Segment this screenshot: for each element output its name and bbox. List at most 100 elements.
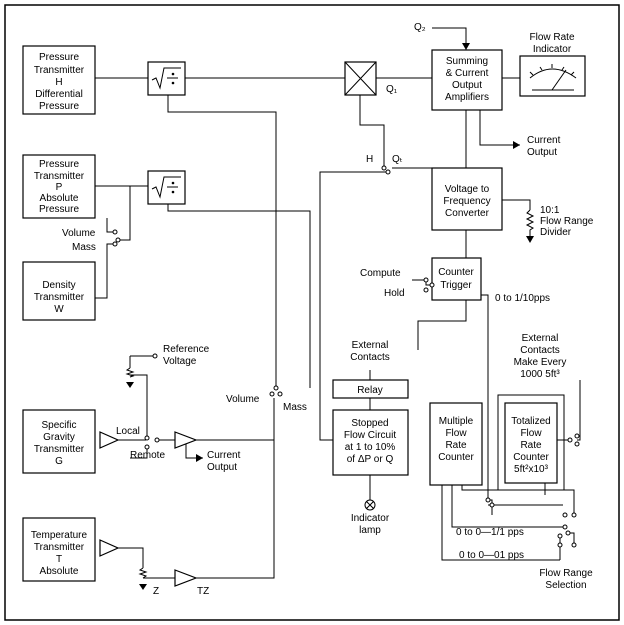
switch-contacts [112,165,580,548]
current-output-bottom-line-1: Current [207,450,241,461]
label-volume-left: Volume [62,228,96,239]
reference-voltage-resistor [125,367,135,388]
temperature-transmitter-block: Temperature Transmitter T Absolute [22,517,96,582]
totalized-line-2: Flow [520,428,542,439]
specific-gravity-line-2: Gravity [43,432,75,443]
wiring [95,27,581,579]
stopped-flow-line-3: at 1 to 10% [345,442,396,453]
label-h: H [366,154,373,165]
specific-gravity-line-4: G [55,456,63,467]
pressure-transmitter-h-block: Pressure Transmitter H Differential Pres… [22,45,96,115]
pressure-p-line-4: Absolute [40,193,79,204]
vtof-line-3: Converter [445,208,490,219]
pressure-transmitter-p-block: Pressure Transmitter P Absolute Pressure [22,154,96,219]
square-root-block-1 [147,61,186,96]
pressure-h-line-2: Transmitter [34,65,85,76]
external-contacts-right-line-2: Contacts [520,345,559,356]
current-output-top-line-2: Output [527,147,557,158]
vtof-line-2: Frequency [443,196,490,207]
flow-rate-meter-icon [519,55,586,97]
density-line-3: W [54,304,64,315]
indicator-lamp-icon [364,499,376,511]
amplifier-gravity-2 [174,431,198,449]
external-contacts-left-line-2: Contacts [350,352,389,363]
multiplier-block [344,61,377,96]
flow-rate-indicator-line-2: Indicator [533,44,572,55]
signal-labels: Q₂ Q₁ Flow Rate Indicator Current Output… [62,22,594,597]
label-local: Local [116,426,140,437]
pressure-p-line-5: Pressure [39,204,79,215]
flow-rate-indicator-line-1: Flow Rate [529,32,574,43]
counter-trigger-line-1: Counter [438,267,474,278]
temperature-line-3: T [56,554,62,565]
label-rate-0-01: 0 to 0—01 pps [459,550,524,561]
summing-line-4: Amplifiers [445,92,489,103]
temperature-z-resistor [138,567,148,590]
temperature-line-1: Temperature [31,530,88,541]
counter-trigger-line-2: Trigger [440,280,472,291]
flow-range-divider-line-2: Flow Range [540,216,594,227]
pressure-p-line-2: Transmitter [34,171,85,182]
flow-range-divider-line-3: Divider [540,227,572,238]
totalized-line-5: 5ft²x10³ [514,464,549,475]
external-contacts-right-line-3: Make Every [514,357,567,368]
indicator-lamp-line-2: lamp [359,525,381,536]
totalized-frame [497,394,565,491]
reference-voltage-line-2: Voltage [163,356,197,367]
current-output-top-line-1: Current [527,135,561,146]
label-rate-0-1-10: 0 to 1/10pps [495,293,550,304]
label-q2: Q₂ [414,22,426,33]
multiple-flow-line-3: Rate [445,440,467,451]
relay-block: Relay [332,379,409,399]
label-tz: TZ [197,586,209,597]
amplifier-gravity-1 [99,431,120,449]
amplifier-temperature-2 [174,569,198,587]
pressure-h-line-5: Pressure [39,101,79,112]
totalized-flow-rate-counter-block: Totalized Flow Rate Counter 5ft²x10³ [504,402,558,484]
relay-label: Relay [357,385,383,396]
pressure-h-line-4: Differential [35,89,83,100]
summing-line-1: Summing [446,56,488,67]
label-z: Z [153,586,159,597]
totalized-line-3: Rate [520,440,542,451]
diagram-frame [4,4,620,621]
pressure-h-line-1: Pressure [39,52,79,63]
stopped-flow-line-1: Stopped [351,418,388,429]
reference-voltage-line-1: Reference [163,344,210,355]
multiple-flow-line-2: Flow [445,428,467,439]
stopped-flow-line-2: Flow Circuit [344,430,396,441]
summing-amplifiers-block: Summing & Current Output Amplifiers [431,49,503,111]
external-contacts-right-line-1: External [522,333,559,344]
label-volume-mid: Volume [226,394,260,405]
arrowheads [196,43,520,462]
amplifier-triangles [99,431,198,587]
flow-range-selection-line-1: Flow Range [539,568,593,579]
flow-range-divider-line-1: 10:1 [540,205,560,216]
specific-gravity-line-3: Transmitter [34,444,85,455]
summing-line-2: & Current [446,68,489,79]
multiple-flow-rate-counter-block: Multiple Flow Rate Counter [429,402,483,486]
current-output-bottom-line-2: Output [207,462,237,473]
density-line-2: Transmitter [34,292,85,303]
external-contacts-right-line-4: 1000 5ft³ [520,369,560,380]
label-remote: Remote [130,450,165,461]
label-qt: Qₜ [392,154,403,165]
multiple-flow-line-1: Multiple [439,416,474,427]
specific-gravity-transmitter-block: Specific Gravity Transmitter G [22,409,96,474]
voltage-to-frequency-block: Voltage to Frequency Converter [431,167,503,231]
pressure-p-line-3: P [56,182,63,193]
multiple-flow-line-4: Counter [438,452,474,463]
indicator-lamp-line-1: Indicator [351,513,390,524]
label-hold: Hold [384,288,405,299]
amplifier-temperature-1 [99,539,120,557]
label-q1: Q₁ [386,84,398,95]
density-line-1: Density [42,280,75,291]
temperature-line-4: Absolute [40,566,79,577]
temperature-line-2: Transmitter [34,542,85,553]
flow-range-selection-line-2: Selection [545,580,586,591]
label-mass-left: Mass [72,242,96,253]
label-compute: Compute [360,268,401,279]
external-contacts-left-line-1: External [352,340,389,351]
specific-gravity-line-1: Specific [41,420,76,431]
